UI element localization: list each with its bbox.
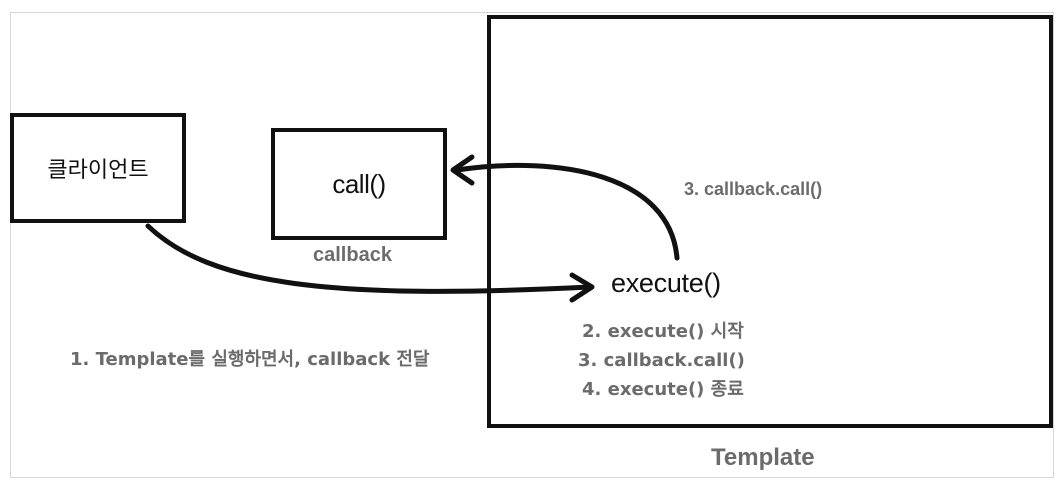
template-caption: Template	[711, 444, 815, 471]
step-item: 4. execute() 종료	[582, 379, 744, 400]
pass-callback-arrow	[145, 223, 593, 294]
execute-label: execute()	[611, 268, 721, 298]
diagram-frame	[10, 12, 1054, 478]
pass-callback-arrowhead	[569, 272, 595, 303]
client-label: 클라이언트	[47, 158, 149, 183]
client-box	[10, 113, 186, 223]
call-arrow	[454, 162, 680, 261]
callback-call-arrow-label: 3. callback.call()	[684, 179, 823, 199]
call-label: call()	[332, 168, 386, 199]
pass-callback-note: 1. Template를 실행하면서, callback 전달	[70, 349, 430, 370]
callback-box	[271, 128, 447, 240]
step-item: 3. callback.call()	[578, 350, 745, 371]
callback-caption: callback	[313, 244, 392, 266]
step-item: 2. execute() 시작	[582, 321, 744, 342]
execute-step-list: 2. execute() 시작 3. callback.call() 4. ex…	[578, 317, 745, 404]
call-arrowhead	[450, 154, 475, 186]
template-box	[487, 15, 1053, 428]
